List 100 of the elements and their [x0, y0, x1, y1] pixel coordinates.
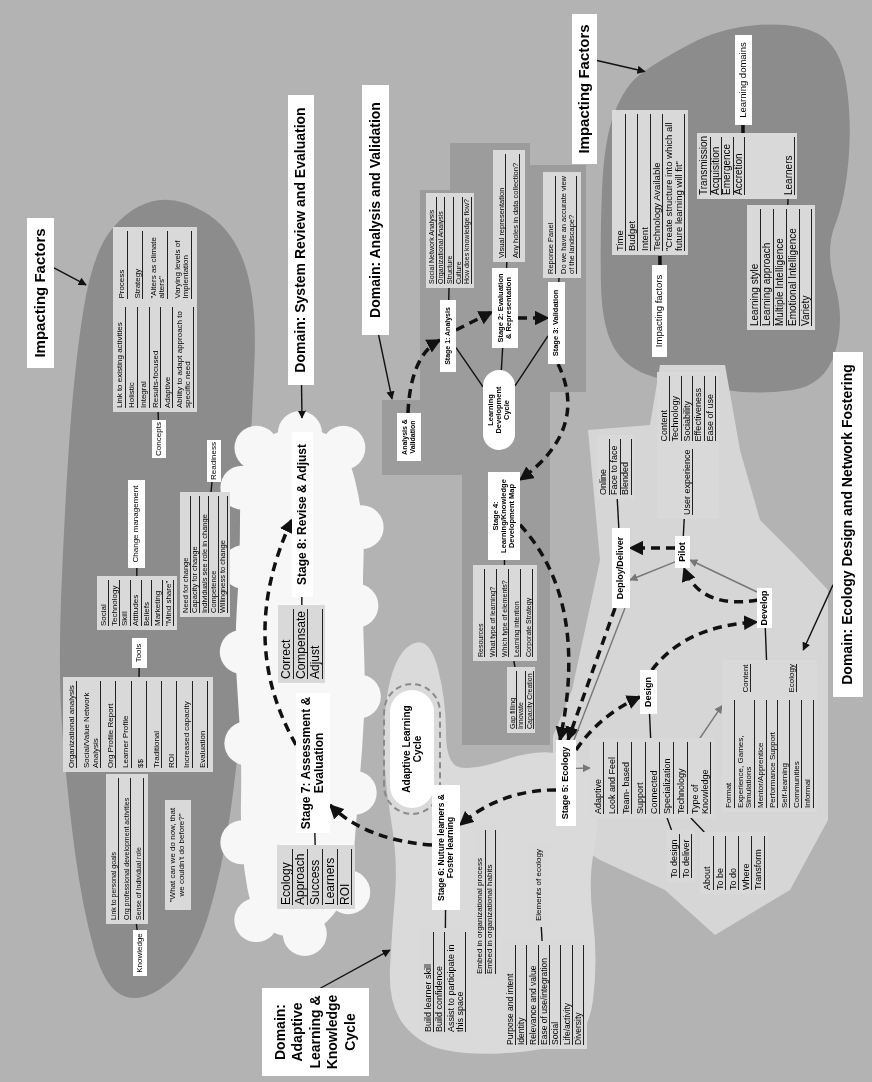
list-item: To be — [715, 836, 727, 890]
list-item: To deliver — [681, 834, 693, 878]
list-item: Effectiveness — [694, 376, 705, 442]
list-item: Traditional — [152, 681, 163, 768]
list-item: User experience — [682, 449, 694, 515]
list-item: Relevance and value — [528, 945, 539, 1045]
list-item: Technology — [671, 376, 682, 442]
text-label: Readiness — [207, 440, 221, 482]
list-item: Self-learning — [780, 700, 791, 808]
list-item: Connected — [649, 742, 660, 814]
connector-line — [764, 627, 768, 661]
list-item: Acquisition — [710, 137, 722, 195]
list-item: Beliefs — [143, 580, 153, 626]
dashed-arrow — [628, 540, 675, 556]
domain-label: Domain: Analysis and Validation — [362, 85, 389, 335]
connector-line — [210, 481, 213, 493]
dashed-arrow — [682, 566, 759, 604]
list-panel — [277, 845, 355, 909]
arrow — [53, 267, 87, 286]
list-item: Identity — [517, 945, 528, 1045]
list-item: Results-focused — [152, 306, 162, 408]
list-item: "Create structure into which all future learning will fit" — [664, 114, 686, 251]
connector-line — [513, 660, 516, 668]
list-item: Ease of use — [705, 376, 717, 442]
list-item: Embed in organizational process — [476, 830, 486, 974]
list-item: Correct — [280, 609, 294, 679]
connector-line — [514, 335, 549, 387]
list-item: Type of Knowledge — [691, 742, 712, 814]
arrow — [802, 584, 834, 651]
list-item: Skill — [121, 580, 131, 626]
arrow — [596, 59, 646, 74]
stage-label: Pilot — [675, 536, 690, 568]
list-panel — [473, 565, 537, 661]
list-item: Adaptive — [163, 306, 174, 408]
list-item: To do — [728, 836, 740, 890]
text-label: Impacting factors — [652, 265, 667, 357]
list-item: Build confidence — [435, 932, 446, 1032]
list-item: Learner Profile — [122, 681, 132, 768]
connector-line — [503, 559, 506, 566]
list-item: Evaluation — [198, 681, 208, 768]
list-item: Where — [741, 836, 752, 890]
list-item: Transmission — [699, 137, 711, 195]
connector-line — [666, 817, 673, 831]
connector-line — [314, 832, 316, 846]
list-item: Online — [599, 439, 610, 495]
list-item: Assist to participate in this space — [446, 932, 467, 1032]
list-panel — [747, 205, 815, 330]
dashed-arrow — [328, 803, 433, 847]
list-panel — [180, 492, 230, 617]
list-item: Face to face — [610, 439, 621, 495]
list-item: Time — [614, 114, 626, 251]
connector-line — [444, 909, 447, 929]
connector-line — [157, 411, 160, 421]
list-item: To design — [669, 834, 681, 878]
list-item: Success — [309, 849, 323, 905]
list-panel — [426, 193, 474, 288]
list-item: Attitudes — [132, 580, 142, 626]
list-item: Learners — [324, 849, 338, 905]
arrow — [575, 764, 591, 773]
connector-line — [505, 261, 508, 269]
note-box: "What can we do now, that we couldn't do before?" — [165, 800, 191, 910]
dashed-arrow — [518, 523, 571, 742]
list-item: Blended — [621, 439, 632, 495]
list-item: Strategy — [134, 231, 144, 299]
domain-label: Domain: System Review and Evaluation — [288, 95, 314, 385]
list-panel — [113, 227, 197, 412]
list-panel — [97, 576, 177, 630]
list-item: Support — [635, 742, 646, 814]
list-item: Social — [99, 580, 110, 626]
text-label: Knowledge — [133, 930, 147, 976]
list-item: Ease of use/integration — [540, 945, 550, 1045]
dashed-arrow — [565, 607, 617, 742]
connector-line — [616, 498, 620, 529]
list-item: Social/Value Network Analysis — [83, 681, 101, 768]
list-item: Content — [742, 664, 752, 693]
connector-line — [690, 817, 705, 833]
list-item: Marketing — [153, 580, 164, 626]
list-panel — [493, 150, 525, 262]
connector-line — [648, 713, 652, 739]
stage-label: Stage 6: Nuture learners & Foster learning — [432, 785, 460, 910]
list-item: Approach — [294, 849, 308, 905]
arrow — [699, 704, 723, 739]
text-label: Tools — [132, 638, 147, 668]
dashed-arrow — [518, 310, 550, 326]
connector-line — [135, 923, 138, 931]
text-label: Change management — [128, 480, 145, 568]
list-item: About — [703, 836, 714, 890]
connector-line — [682, 518, 685, 537]
text-label: Learning domains — [735, 35, 752, 125]
dotted-line — [741, 125, 745, 133]
connector-line — [787, 198, 789, 206]
list-item: "Mind share" — [164, 580, 175, 626]
list-item: Technology — [677, 742, 688, 814]
text-label: Concepts — [152, 420, 166, 458]
list-item: Ecology — [787, 664, 797, 693]
list-item: Mentor/Apprentice — [757, 700, 767, 808]
list-panel — [278, 605, 325, 683]
list-item: "Alters as climate alters" — [149, 231, 168, 299]
domain-label: Impacting Factors — [27, 218, 54, 368]
list-item: Technology — [110, 580, 120, 626]
